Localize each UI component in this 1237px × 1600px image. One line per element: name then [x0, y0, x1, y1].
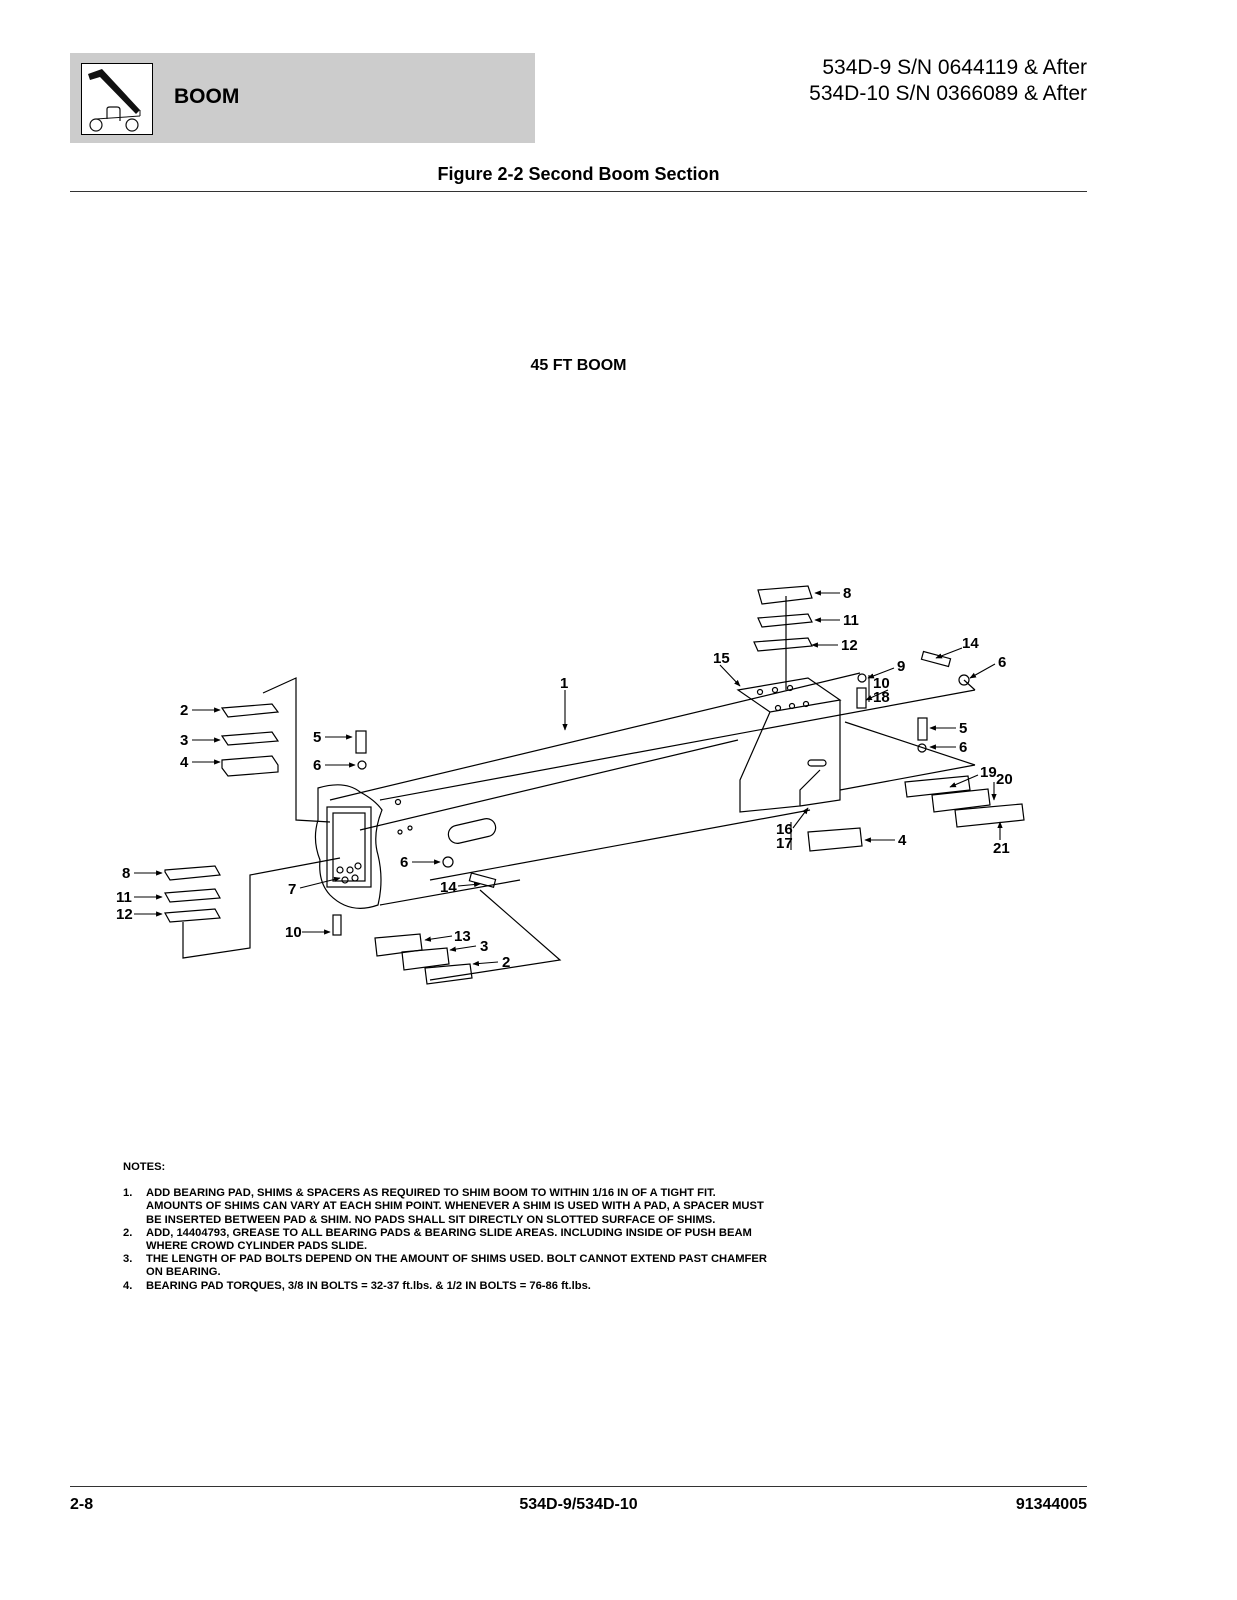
callout-16: 16	[776, 821, 793, 838]
document-number: 91344005	[1015, 1496, 1087, 1513]
left-upper-pad-stack	[220, 677, 331, 823]
footer-divider	[70, 1486, 1087, 1487]
callout-21: 21	[993, 840, 1010, 857]
callout-9: 9	[897, 658, 905, 675]
section-title: BOOM	[174, 85, 240, 108]
callout-8: 8	[122, 865, 130, 882]
bolt-part	[856, 687, 867, 709]
washer-part	[917, 743, 927, 753]
callout-14: 14	[440, 879, 457, 896]
note-number: 3.	[123, 1253, 133, 1266]
callout-18: 18	[873, 689, 890, 706]
callout-15: 15	[713, 650, 730, 667]
bolt-part	[917, 717, 928, 741]
top-pad-stack	[753, 585, 813, 690]
left-lower-pad-stack	[164, 857, 341, 959]
note-text: ADD BEARING PAD, SHIMS & SPACERS AS REQU…	[146, 1187, 764, 1226]
callout-4: 4	[898, 832, 907, 849]
footer-model: 534D-9/534D-10	[519, 1496, 638, 1513]
callout-3: 3	[480, 938, 488, 955]
callout-6: 6	[400, 854, 408, 871]
serial-numbers: 534D-9 S/N 0644119 & After 534D-10 S/N 0…	[809, 55, 1087, 107]
callout-3: 3	[180, 732, 188, 749]
washer-part	[442, 856, 454, 868]
callout-1: 1	[560, 675, 568, 692]
callout-4: 4	[180, 754, 189, 771]
callout-5: 5	[959, 720, 967, 737]
bolt-part	[468, 872, 497, 888]
note-text: THE LENGTH OF PAD BOLTS DEPEND ON THE AM…	[146, 1253, 767, 1279]
washer-part	[357, 760, 367, 770]
washer-part	[958, 674, 970, 686]
wear-pad-frame	[314, 784, 383, 909]
notes-section: NOTES: 1. ADD BEARING PAD, SHIMS & SPACE…	[123, 1161, 773, 1293]
bottom-right-pad	[807, 827, 863, 852]
callout-6: 6	[313, 757, 321, 774]
callout-17: 17	[776, 835, 793, 852]
bolt-part	[355, 730, 367, 754]
note-item: 2. ADD, 14404793, GREASE TO ALL BEARING …	[123, 1227, 773, 1253]
page-number: 2-8	[70, 1496, 94, 1513]
note-item: 4. BEARING PAD TORQUES, 3/8 IN BOLTS = 3…	[123, 1280, 773, 1293]
callout-10: 10	[873, 675, 890, 692]
callout-14: 14	[962, 635, 979, 652]
bottom-pad-stack	[374, 889, 562, 985]
bolt-part	[332, 914, 342, 936]
callout-6: 6	[959, 739, 967, 756]
telehandler-boom-icon	[81, 63, 153, 135]
exploded-parts-diagram: 1 2 3 4 5 6 8 11 12 10 7 6 14 13 3 2 8 1…	[116, 585, 1025, 985]
note-number: 2.	[123, 1226, 133, 1239]
callout-19: 19	[980, 764, 997, 781]
note-text: ADD, 14404793, GREASE TO ALL BEARING PAD…	[146, 1226, 752, 1253]
header-divider	[70, 191, 1087, 192]
front-bracket-weldment	[736, 677, 842, 813]
note-number: 4.	[123, 1279, 133, 1292]
serial-line-2: 534D-10 S/N 0366089 & After	[809, 82, 1087, 105]
note-item: 1. ADD BEARING PAD, SHIMS & SPACERS AS R…	[123, 1187, 773, 1227]
note-number: 1.	[123, 1187, 133, 1200]
notes-title: NOTES:	[123, 1161, 166, 1173]
callout-6: 6	[998, 654, 1006, 671]
callout-5: 5	[313, 729, 321, 746]
figure-subtitle: 45 FT BOOM	[530, 357, 627, 374]
callout-11: 11	[843, 612, 859, 629]
callout-8: 8	[843, 585, 851, 602]
callout-10: 10	[285, 924, 302, 941]
note-item: 3. THE LENGTH OF PAD BOLTS DEPEND ON THE…	[123, 1253, 773, 1279]
callout-13: 13	[454, 928, 471, 945]
callout-20: 20	[996, 771, 1013, 788]
note-text: BEARING PAD TORQUES, 3/8 IN BOLTS = 32-3…	[146, 1279, 591, 1292]
callout-2: 2	[180, 702, 188, 719]
section-header: BOOM	[70, 53, 535, 143]
callout-11: 11	[116, 889, 132, 906]
washer-part	[857, 673, 867, 683]
boom-section-body	[329, 672, 976, 906]
callout-2: 2	[502, 954, 510, 971]
callout-12: 12	[116, 906, 133, 923]
callout-7: 7	[288, 881, 296, 898]
callout-12: 12	[841, 637, 858, 654]
figure-title: Figure 2-2 Second Boom Section	[437, 164, 720, 184]
right-pad-stack	[904, 775, 1025, 828]
serial-line-1: 534D-9 S/N 0644119 & After	[822, 56, 1087, 79]
